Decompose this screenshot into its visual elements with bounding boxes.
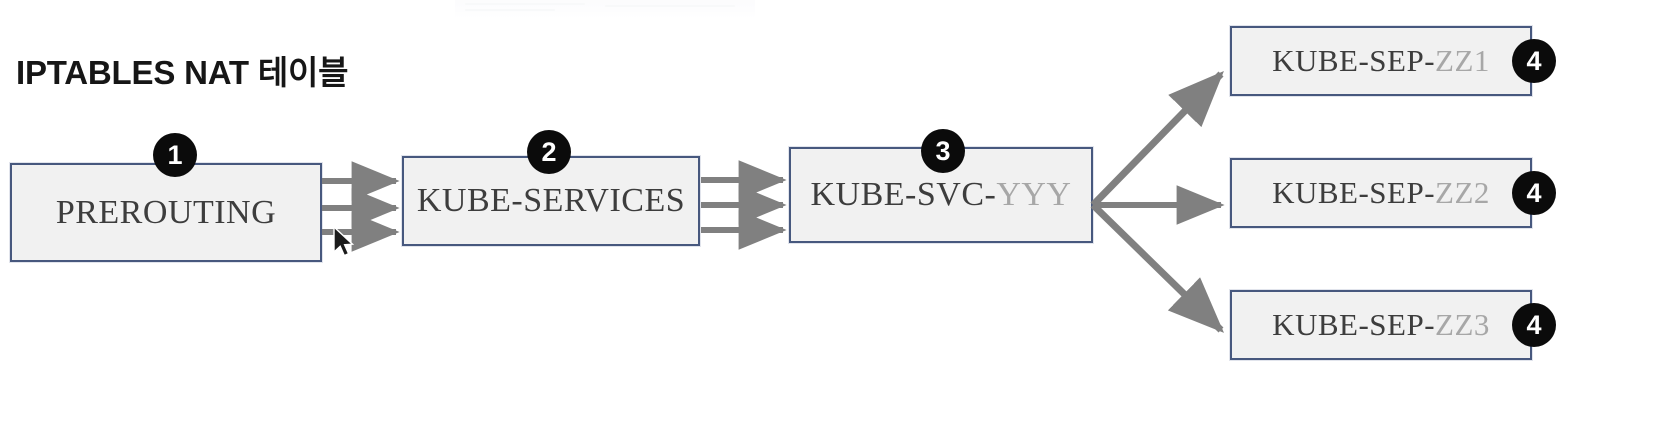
node-kube-sep-zz2[interactable]: KUBE-SEP-ZZ2 [1230,158,1532,228]
badge-step-4-zz1: 4 [1512,39,1556,83]
page-title: IPTABLES NAT 테이블 [16,54,349,91]
badge-step-3: 3 [921,129,965,173]
node-kube-sep-zz2-label: KUBE-SEP-ZZ2 [1272,175,1490,210]
badge-step-4-zz2-label: 4 [1526,177,1542,208]
node-prerouting[interactable]: PREROUTING [10,163,322,262]
mouse-pointer-icon [333,226,355,257]
badge-step-2: 2 [527,130,571,174]
badge-step-1: 1 [153,133,197,177]
node-kube-sep-zz3[interactable]: KUBE-SEP-ZZ3 [1230,290,1532,360]
node-kube-svc-yyy-label: KUBE-SVC-YYY [810,176,1072,213]
badge-step-3-label: 3 [935,135,951,166]
node-kube-sep-zz1[interactable]: KUBE-SEP-ZZ1 [1230,26,1532,96]
badge-step-4-zz3: 4 [1512,303,1556,347]
badge-step-4-zz2: 4 [1512,171,1556,215]
connector-fan-out-kube-svc-to-seps [1090,70,1225,333]
badge-step-4-zz1-label: 4 [1526,45,1542,76]
connector-prerouting-to-kube-services [322,161,400,252]
badge-step-4-zz3-label: 4 [1526,309,1542,340]
node-kube-services-label: KUBE-SERVICES [416,182,686,219]
badge-step-2-label: 2 [541,136,557,167]
faded-top-artifact [455,0,755,18]
connector-kube-services-to-kube-svc [701,160,787,250]
badge-step-1-label: 1 [167,139,183,170]
node-kube-sep-zz1-label: KUBE-SEP-ZZ1 [1272,43,1490,78]
node-kube-sep-zz3-label: KUBE-SEP-ZZ3 [1272,307,1490,342]
node-prerouting-label: PREROUTING [55,193,277,231]
